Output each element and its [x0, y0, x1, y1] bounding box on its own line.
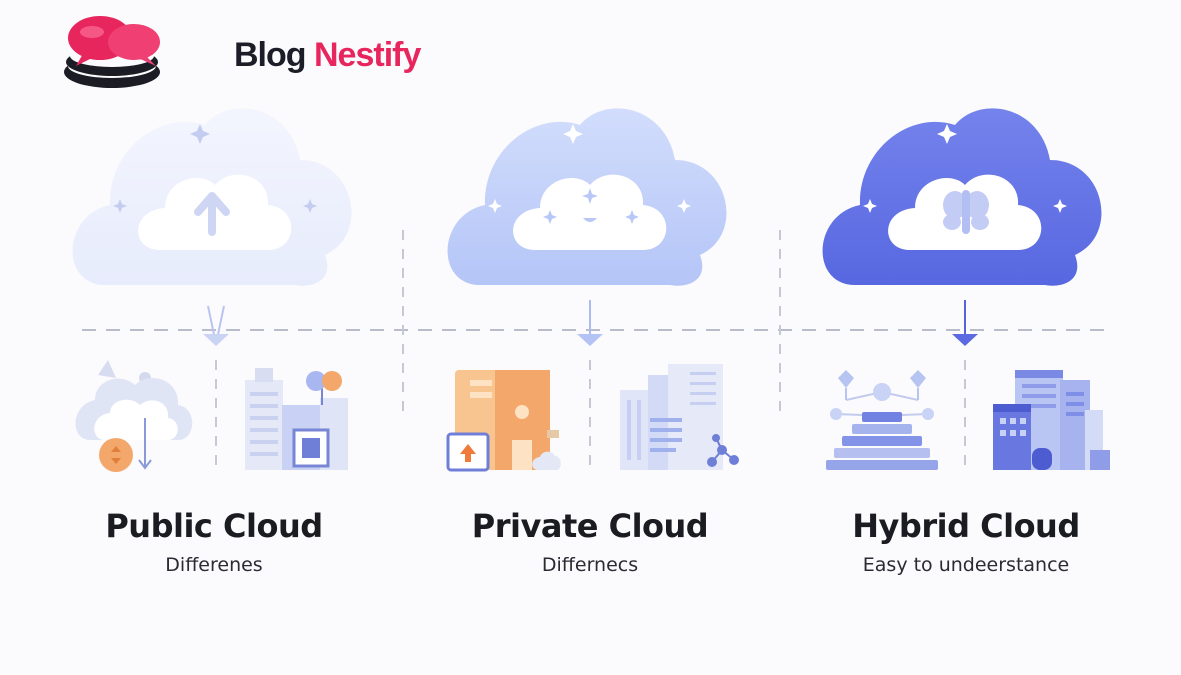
sparkle-face-icon — [543, 188, 639, 224]
tower-buildings-icon — [993, 370, 1110, 470]
public-cloud-title: Public Cloud — [105, 507, 323, 545]
private-cloud-icon — [447, 108, 727, 346]
document-folder-icon — [446, 370, 561, 472]
hybrid-cloud-title: Hybrid Cloud — [852, 507, 1080, 545]
brand-name: Blog Nestify — [234, 36, 421, 75]
hybrid-cloud-subtitle: Easy to undeerstance — [862, 554, 1070, 576]
brand-logo[interactable]: Blog Nestify — [62, 8, 421, 96]
public-cloud-column: Public Cloud Differenes — [34, 500, 394, 578]
network-pyramid-icon — [826, 370, 938, 470]
public-cloud-subtitle: Differenes — [165, 554, 263, 576]
brand-name-part1: Blog — [234, 36, 307, 74]
private-cloud-title: Private Cloud — [471, 507, 709, 545]
city-buildings-icon — [245, 368, 348, 470]
butterfly-icon — [943, 190, 989, 234]
office-building-icon — [620, 364, 739, 470]
column-labels: Public Cloud Differenes Private Cloud Di… — [0, 500, 1181, 600]
public-cloud-icon — [72, 108, 352, 346]
speech-bubbles-logo-icon — [64, 16, 160, 88]
cloud-server-icon — [75, 360, 193, 472]
private-cloud-column: Private Cloud Differnecs — [410, 500, 770, 578]
private-cloud-subtitle: Differnecs — [541, 554, 639, 576]
hybrid-cloud-column: Hybrid Cloud Easy to undeerstance — [786, 500, 1146, 578]
brand-name-part2: Nestify — [314, 36, 421, 74]
upload-arrow-icon — [194, 192, 230, 236]
vertical-separators — [215, 230, 966, 470]
hybrid-cloud-icon — [822, 108, 1102, 346]
